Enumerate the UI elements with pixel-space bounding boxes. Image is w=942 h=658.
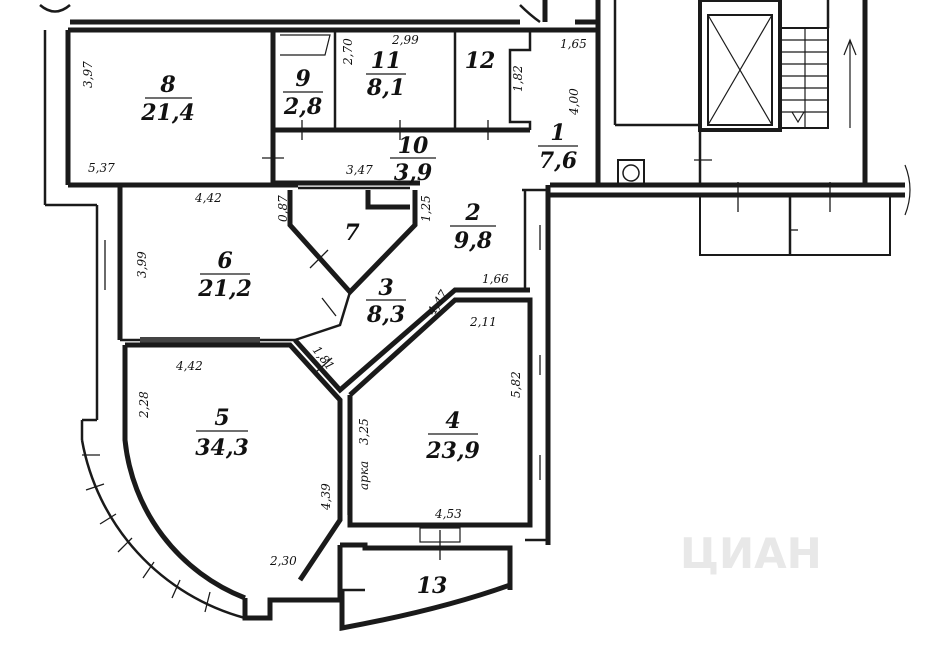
room-area: 23,9 [425, 438, 480, 464]
dim-label: 3,47 [346, 163, 373, 177]
room-number: 10 [398, 133, 429, 159]
dim-label: 4,53 [434, 507, 462, 521]
room-area: 7,6 [539, 148, 577, 174]
room-number: 1 [550, 120, 565, 146]
dim-label: 4,42 [194, 191, 222, 205]
room-8-walls [43, 27, 276, 205]
room-1-2-walls [522, 182, 598, 545]
room-area: 34,3 [195, 435, 249, 461]
dim-label: 2,99 [391, 33, 419, 47]
door-ticks [104, 120, 831, 560]
dim-label: 1,25 [419, 195, 433, 222]
room-number: 12 [465, 48, 496, 74]
dim-label: 2,28 [137, 391, 151, 419]
room-label-10: 10 3,9 [390, 133, 436, 186]
room-label-11: 11 8,1 [366, 48, 406, 101]
room-label-1: 1 7,6 [538, 120, 578, 174]
window-segments [82, 454, 211, 613]
room-area: 2,8 [283, 94, 322, 120]
room-label-13: 13 [417, 573, 448, 599]
dim-label: 4,00 [567, 88, 581, 116]
dim-label: 1,66 [482, 272, 509, 286]
room-label-2: 2 9,8 [450, 200, 496, 254]
room-area: 8,1 [366, 75, 405, 101]
room-label-3: 3 8,3 [366, 275, 406, 328]
dim-label: 4,42 [175, 359, 203, 373]
wall-hatch [140, 337, 260, 343]
room-number: 9 [295, 66, 310, 92]
watermark: ЦИАН [680, 529, 822, 578]
dim-label: 1,82 [511, 65, 525, 92]
room-number: 3 [378, 275, 393, 301]
dim-label: 2,11 [469, 315, 497, 329]
room-label-9: 9 2,8 [283, 66, 323, 120]
room-label-6: 6 21,2 [197, 248, 252, 302]
room-number: 5 [214, 405, 229, 431]
dim-label: 5,82 [509, 371, 523, 398]
dim-label: 2,70 [341, 38, 355, 66]
room-number: 7 [344, 220, 360, 246]
room-4-walls [347, 297, 548, 542]
balcony-13-walls [339, 527, 513, 632]
room-label-5: 5 34,3 [195, 405, 249, 461]
dim-label: 4,39 [319, 483, 333, 511]
room-area: 21,4 [140, 100, 195, 126]
room-area: 9,8 [454, 228, 492, 254]
room-area: 3,9 [394, 160, 432, 186]
dim-label: 3,99 [135, 251, 149, 278]
dim-label: 3,97 [81, 61, 95, 88]
room-5-walls [80, 342, 343, 621]
room-number: 4 [445, 408, 460, 434]
dim-label: 5,37 [88, 161, 115, 175]
dim-label: 0,87 [276, 195, 290, 222]
room-number: 6 [217, 248, 232, 274]
dim-label: 2,30 [269, 554, 297, 568]
room-label-4: 4 23,9 [425, 408, 480, 464]
room-label-12: 12 [465, 48, 496, 74]
room-6-walls [45, 182, 298, 420]
room-area: 8,3 [366, 302, 405, 328]
dim-label: арка [357, 461, 371, 490]
room-number: 13 [417, 573, 448, 599]
room-area: 21,2 [197, 276, 252, 302]
room-label-7: 7 [344, 220, 360, 246]
dim-label: 1,65 [560, 37, 587, 51]
room-number: 2 [464, 200, 480, 226]
room-9-11-12-walls [273, 27, 600, 186]
dim-label: 3,25 [357, 418, 371, 445]
room-number: 8 [159, 72, 175, 98]
stairwell [548, 0, 911, 256]
room-number: 11 [371, 48, 402, 74]
room-label-8: 8 21,4 [140, 72, 195, 126]
dimension-labels: 3,97 5,37 2,70 2,99 1,65 1,82 4,00 3,47 … [81, 33, 587, 568]
